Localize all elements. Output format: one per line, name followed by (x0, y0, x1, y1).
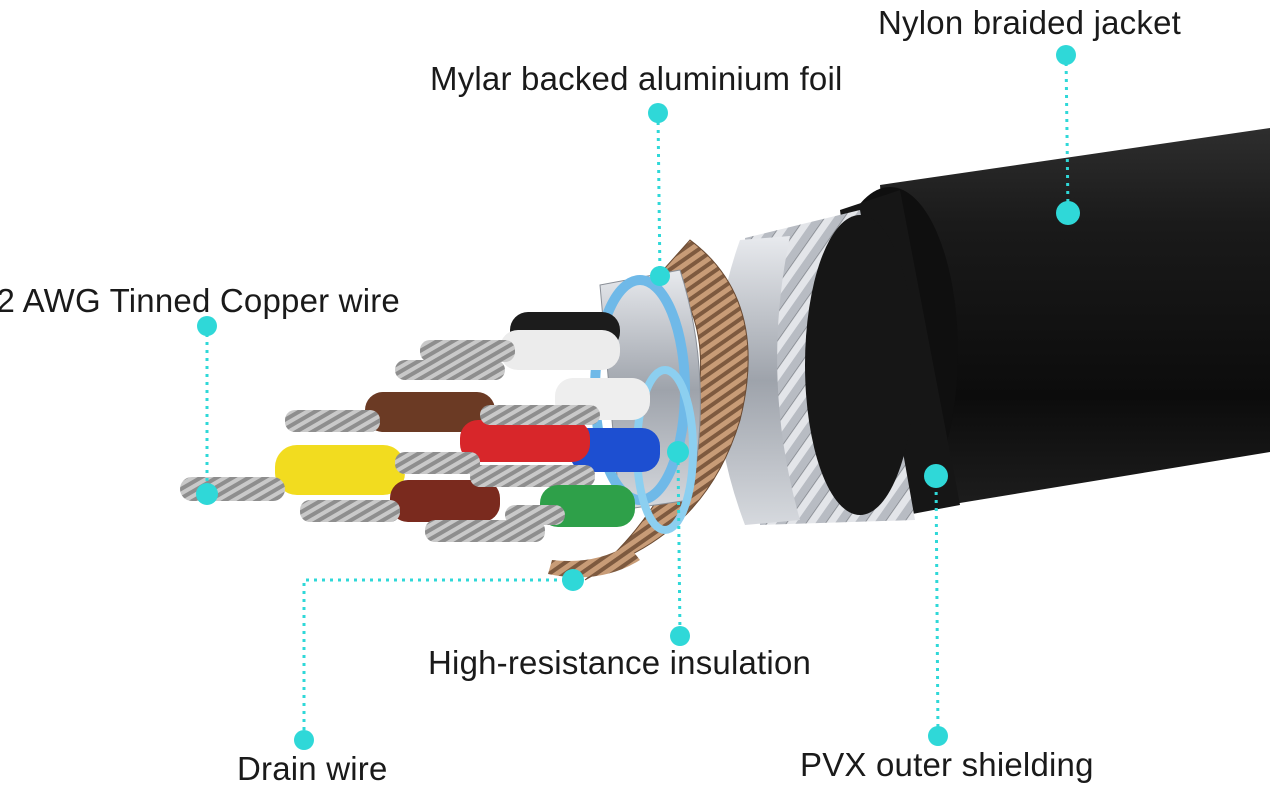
label-high-resistance-insulation: High-resistance insulation (428, 644, 812, 681)
dot (928, 726, 948, 746)
strand (420, 340, 515, 362)
dot (197, 316, 217, 336)
dot (196, 483, 218, 505)
strand (285, 410, 380, 432)
strand (470, 465, 595, 487)
dot (1056, 201, 1080, 225)
dot (667, 441, 689, 463)
label-nylon-braided-jacket: Nylon braided jacket (878, 4, 1181, 41)
dot (648, 103, 668, 123)
label-awg-copper-wire: 32 AWG Tinned Copper wire (0, 282, 400, 319)
strand (425, 520, 545, 542)
strand (300, 500, 400, 522)
label-mylar-foil: Mylar backed aluminium foil (430, 60, 843, 97)
core-yellow (275, 445, 405, 495)
label-drain-wire: Drain wire (237, 750, 388, 787)
callout-lines (205, 54, 1070, 740)
dot (294, 730, 314, 750)
core-brown (365, 392, 495, 432)
strand (395, 360, 505, 380)
core-maroon (390, 480, 500, 522)
leader-drain (302, 578, 573, 740)
strand (180, 477, 285, 501)
dot (1056, 45, 1076, 65)
leader-mylar (656, 113, 662, 279)
leader-pvx (934, 475, 940, 737)
dot (924, 464, 948, 488)
dot (670, 626, 690, 646)
callout-dots (196, 45, 1080, 750)
inner-conductors (180, 312, 660, 542)
leader-nylon (1064, 54, 1070, 213)
dot (562, 569, 584, 591)
strand (505, 505, 565, 525)
label-pvx-outer-shielding: PVX outer shielding (800, 746, 1094, 783)
core-blue (570, 428, 660, 472)
strand (395, 452, 480, 474)
dot (650, 266, 670, 286)
core-white-top (500, 330, 620, 370)
strand (480, 405, 600, 425)
core-red (460, 420, 590, 462)
